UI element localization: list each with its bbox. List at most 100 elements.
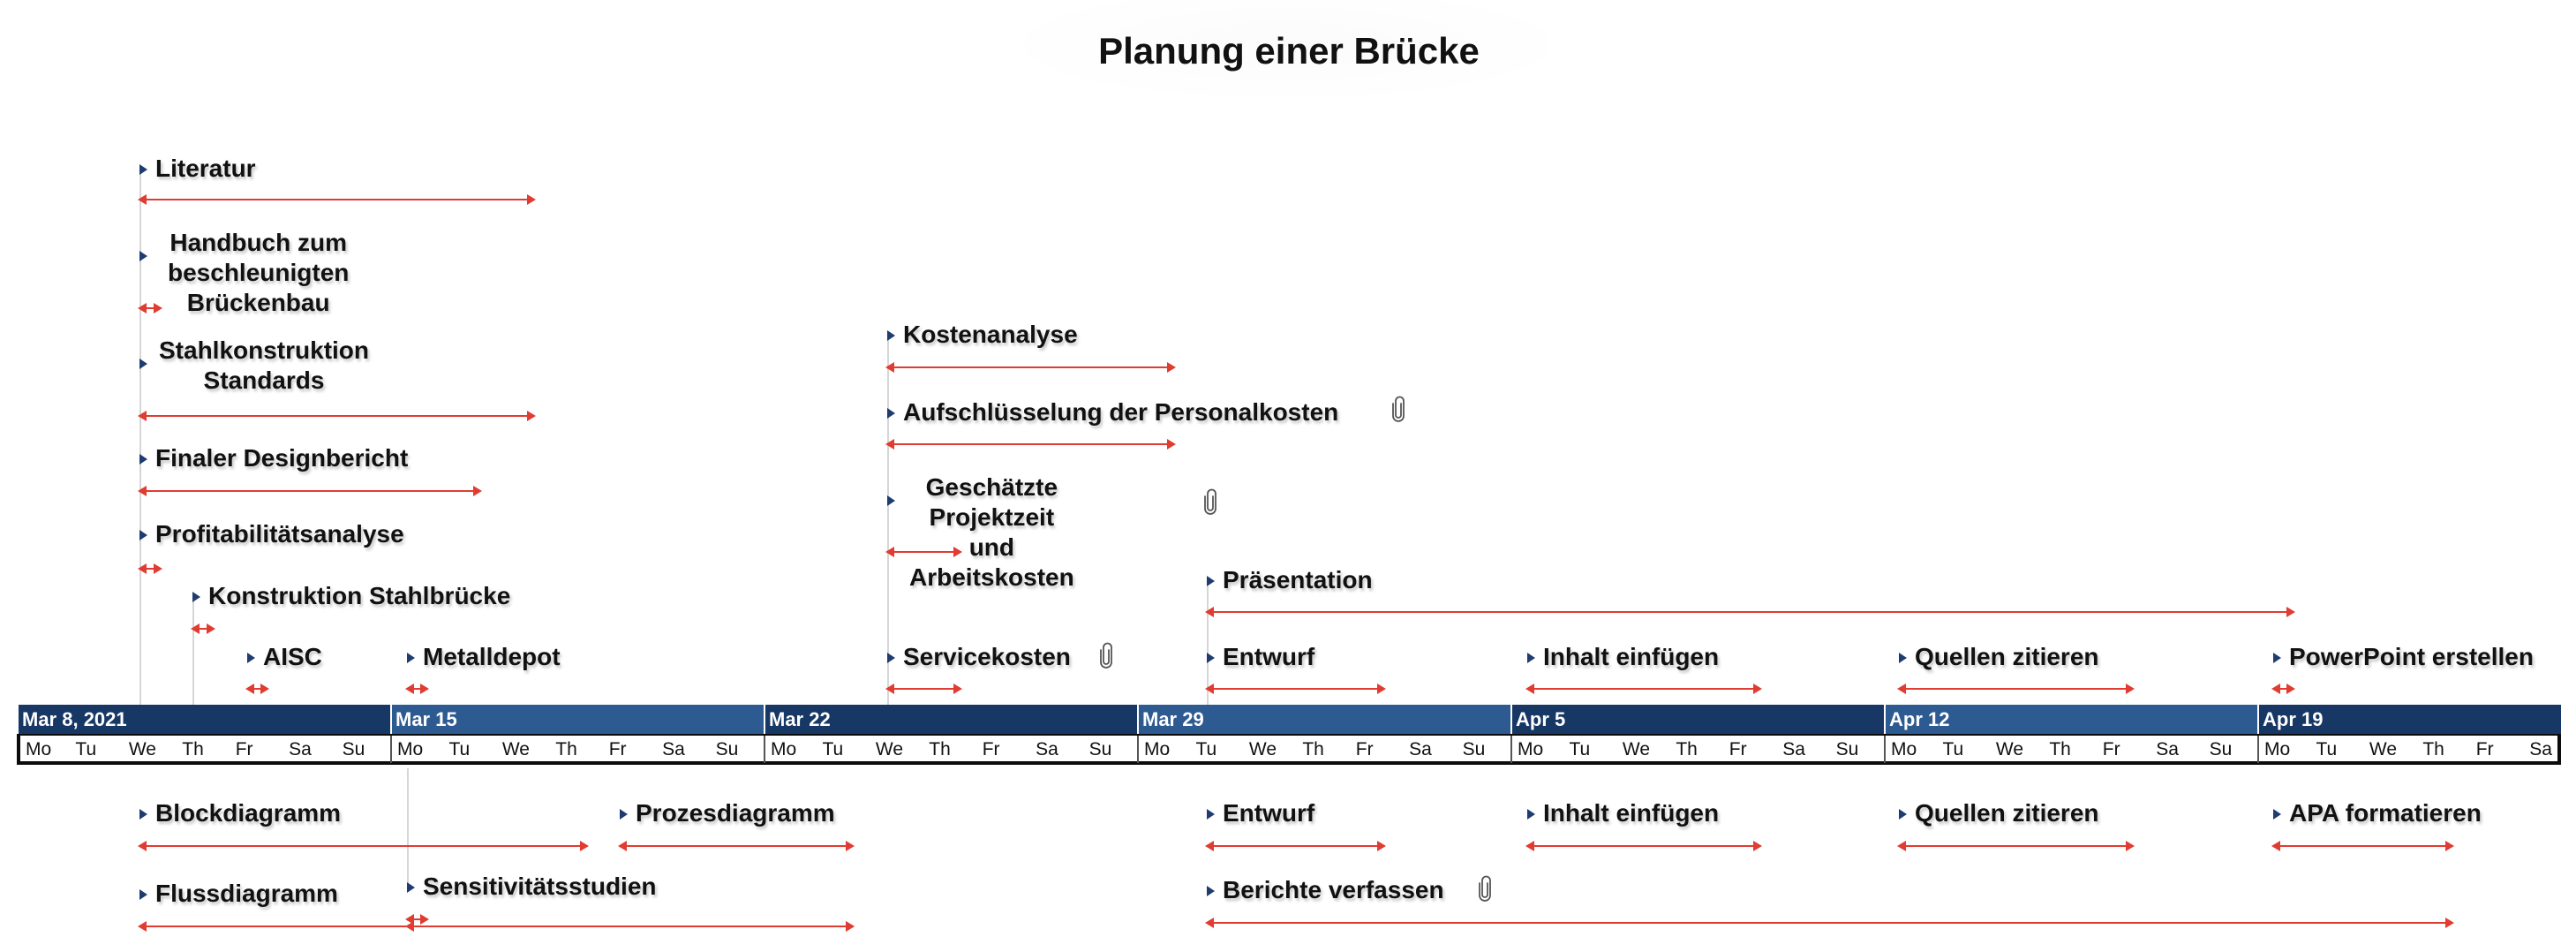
task-duration-bar[interactable] bbox=[1525, 684, 1762, 694]
task-label[interactable]: Profitabilitätsanalyse bbox=[155, 520, 404, 548]
task-label[interactable]: Literatur bbox=[155, 155, 256, 182]
day-label: Tu bbox=[448, 739, 471, 759]
task-duration-bar[interactable] bbox=[1897, 684, 2135, 694]
task-label[interactable]: Finaler Designbericht bbox=[155, 444, 409, 472]
week-header[interactable]: Mar 8, 2021 bbox=[17, 705, 390, 734]
task-marker-icon bbox=[1207, 886, 1215, 896]
day-label: We bbox=[128, 739, 156, 759]
task-label[interactable]: Sensitivitätsstudien bbox=[423, 873, 657, 900]
task-duration-bar[interactable] bbox=[405, 914, 429, 925]
task-duration-bar[interactable] bbox=[1205, 841, 1386, 851]
task-label[interactable]: Inhalt einfügen bbox=[1543, 643, 1720, 670]
task-label[interactable]: APA formatieren bbox=[2289, 799, 2482, 827]
task-marker-icon bbox=[887, 330, 895, 341]
task-duration-bar[interactable] bbox=[1205, 918, 2454, 928]
day-label: Mo bbox=[1510, 736, 1563, 763]
task-label[interactable]: Inhalt einfügen bbox=[1543, 799, 1720, 827]
task-duration-bar[interactable] bbox=[1205, 684, 1386, 694]
task-marker-icon bbox=[887, 653, 895, 663]
task-duration-bar[interactable] bbox=[885, 547, 962, 557]
task-duration-bar[interactable] bbox=[138, 411, 536, 421]
week-header[interactable]: Mar 15 bbox=[390, 705, 764, 734]
week-header[interactable]: Mar 22 bbox=[764, 705, 1137, 734]
task-marker-icon bbox=[887, 408, 895, 419]
page-title: Planung einer Brücke bbox=[1098, 30, 1480, 72]
day-label: Fr bbox=[2475, 739, 2494, 759]
task-label[interactable]: Entwurf bbox=[1223, 643, 1315, 670]
paperclip-icon[interactable] bbox=[1203, 488, 1217, 515]
task-label[interactable]: Geschätzte Projektzeit und Arbeitskosten bbox=[909, 473, 1074, 591]
task-duration-bar[interactable] bbox=[138, 486, 482, 496]
task-duration-bar[interactable] bbox=[1525, 841, 1762, 851]
paperclip-icon[interactable] bbox=[1391, 396, 1405, 422]
paperclip-icon[interactable] bbox=[1478, 875, 1492, 902]
task-label[interactable]: Quellen zitieren bbox=[1915, 799, 2099, 827]
task-label[interactable]: Stahlkonstruktion Standards bbox=[159, 336, 370, 394]
task-duration-bar[interactable] bbox=[191, 623, 215, 634]
task-duration-bar[interactable] bbox=[1897, 841, 2135, 851]
task-duration-bar[interactable] bbox=[1205, 607, 2295, 617]
task-label[interactable]: Blockdiagramm bbox=[155, 799, 342, 827]
day-label: Su bbox=[1462, 739, 1486, 759]
week-header[interactable]: Apr 12 bbox=[1884, 705, 2257, 734]
task-marker-icon bbox=[1899, 653, 1907, 663]
day-label: Sa bbox=[1409, 739, 1432, 759]
task-duration-bar[interactable] bbox=[2271, 841, 2454, 851]
task-duration-bar[interactable] bbox=[245, 684, 269, 694]
task-marker-icon bbox=[247, 653, 255, 663]
task-marker-icon bbox=[407, 882, 415, 893]
day-label: Tu bbox=[75, 739, 97, 759]
task-marker-icon bbox=[139, 889, 147, 900]
day-label: Fr bbox=[235, 739, 253, 759]
day-label: Tu bbox=[1195, 739, 1217, 759]
task-duration-bar[interactable] bbox=[138, 563, 162, 574]
task-duration-bar[interactable] bbox=[618, 841, 855, 851]
task-duration-bar[interactable] bbox=[138, 841, 589, 851]
week-header[interactable]: Mar 29 bbox=[1137, 705, 1510, 734]
task-marker-icon bbox=[139, 454, 147, 465]
week-header[interactable]: Apr 5 bbox=[1510, 705, 1884, 734]
task-label[interactable]: Berichte verfassen bbox=[1223, 876, 1444, 903]
task-label[interactable]: Kostenanalyse bbox=[903, 321, 1078, 348]
task-marker-icon bbox=[1207, 809, 1215, 820]
task-label[interactable]: Konstruktion Stahlbrücke bbox=[208, 582, 511, 609]
task-duration-bar[interactable] bbox=[885, 362, 1176, 373]
task-label[interactable]: PowerPoint erstellen bbox=[2289, 643, 2534, 670]
task-marker-icon bbox=[139, 359, 147, 369]
task-duration-bar[interactable] bbox=[2271, 684, 2295, 694]
task-marker-icon bbox=[2273, 809, 2281, 820]
task-marker-icon bbox=[407, 653, 415, 663]
task-label[interactable]: Aufschlüsselung der Personalkosten bbox=[903, 398, 1339, 426]
task-marker-icon bbox=[1207, 653, 1215, 663]
task-marker-icon bbox=[1899, 809, 1907, 820]
day-label: We bbox=[2369, 739, 2398, 759]
day-label: Sa bbox=[289, 739, 312, 759]
task-label[interactable]: Flussdiagramm bbox=[155, 880, 338, 907]
paperclip-icon[interactable] bbox=[1099, 642, 1113, 669]
task-duration-bar[interactable] bbox=[885, 439, 1176, 450]
task-duration-bar[interactable] bbox=[138, 194, 536, 205]
day-label: Th bbox=[182, 739, 204, 759]
day-label: Th bbox=[555, 739, 577, 759]
task-label[interactable]: Metalldepot bbox=[423, 643, 561, 670]
task-label[interactable]: Handbuch zum beschleunigten Brückenbau bbox=[168, 229, 350, 316]
task-label[interactable]: Servicekosten bbox=[903, 643, 1071, 670]
day-label: Sa bbox=[662, 739, 685, 759]
day-label: Fr bbox=[608, 739, 627, 759]
task-label[interactable]: Prozesdiagramm bbox=[636, 799, 835, 827]
day-label: Mo bbox=[1137, 736, 1190, 763]
task-duration-bar[interactable] bbox=[405, 684, 429, 694]
task-label[interactable]: Präsentation bbox=[1223, 566, 1373, 593]
day-label: Sa bbox=[1782, 739, 1805, 759]
task-duration-bar[interactable] bbox=[405, 921, 855, 932]
day-label: Th bbox=[1676, 739, 1698, 759]
task-duration-bar[interactable] bbox=[138, 303, 162, 314]
task-label[interactable]: Quellen zitieren bbox=[1915, 643, 2099, 670]
task-duration-bar[interactable] bbox=[885, 684, 962, 694]
task-label[interactable]: Entwurf bbox=[1223, 799, 1315, 827]
day-label: Su bbox=[1835, 739, 1859, 759]
week-header[interactable]: Apr 19 bbox=[2257, 705, 2561, 734]
day-label: We bbox=[875, 739, 903, 759]
task-label[interactable]: AISC bbox=[263, 643, 322, 670]
